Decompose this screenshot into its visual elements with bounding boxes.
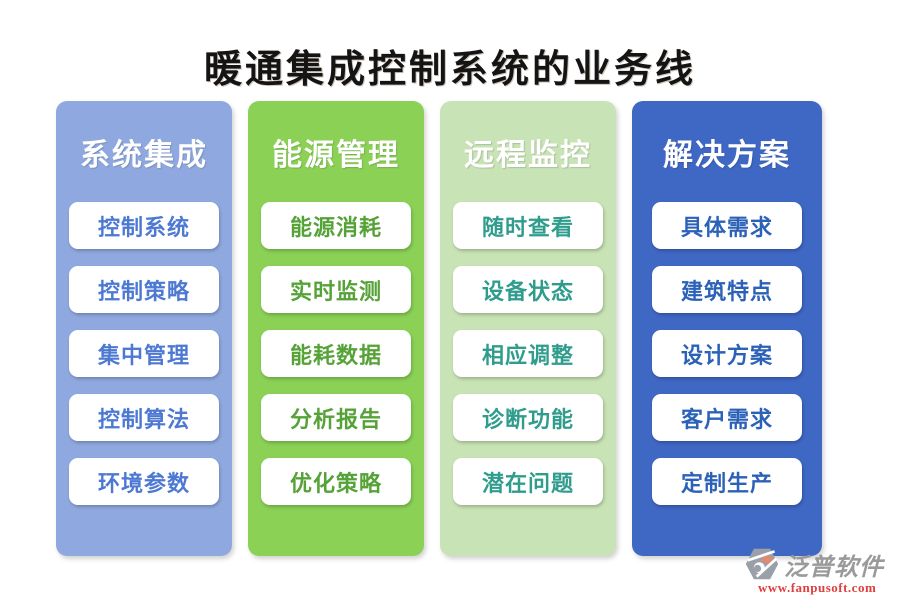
item-card: 定制生产 xyxy=(652,458,802,505)
item-card: 客户需求 xyxy=(652,394,802,441)
watermark-brand: 泛普软件 xyxy=(784,554,884,581)
item-card: 环境参数 xyxy=(69,458,219,505)
item-card: 设备状态 xyxy=(453,266,603,313)
column-header: 解决方案 xyxy=(663,138,791,172)
item-card: 诊断功能 xyxy=(453,394,603,441)
business-line-columns: 系统集成控制系统控制策略集中管理控制算法环境参数能源管理能源消耗实时监测能耗数据… xyxy=(56,101,822,556)
business-column-3: 远程监控随时查看设备状态相应调整诊断功能潜在问题 xyxy=(440,101,616,556)
item-card: 实时监测 xyxy=(261,266,411,313)
item-card: 随时查看 xyxy=(453,202,603,249)
watermark: 泛普软件 www.fanpusoft.com xyxy=(744,546,894,596)
item-card: 分析报告 xyxy=(261,394,411,441)
page-title: 暖通集成控制系统的业务线 xyxy=(203,49,696,91)
item-card: 集中管理 xyxy=(69,330,219,377)
business-column-4: 解决方案具体需求建筑特点设计方案客户需求定制生产 xyxy=(632,101,822,556)
item-card: 能耗数据 xyxy=(261,330,411,377)
fanpu-logo-icon xyxy=(745,548,779,580)
item-card: 建筑特点 xyxy=(652,266,802,313)
item-card: 控制系统 xyxy=(69,202,219,249)
business-column-2: 能源管理能源消耗实时监测能耗数据分析报告优化策略 xyxy=(248,101,424,556)
item-card: 相应调整 xyxy=(453,330,603,377)
item-card: 能源消耗 xyxy=(261,202,411,249)
item-card: 控制策略 xyxy=(69,266,219,313)
item-card: 潜在问题 xyxy=(453,458,603,505)
watermark-url: www.fanpusoft.com xyxy=(758,580,877,595)
column-card-list: 能源消耗实时监测能耗数据分析报告优化策略 xyxy=(261,202,411,505)
column-header: 远程监控 xyxy=(464,138,592,172)
watermark-row: 泛普软件 xyxy=(744,546,884,582)
item-card: 设计方案 xyxy=(652,330,802,377)
column-card-list: 具体需求建筑特点设计方案客户需求定制生产 xyxy=(652,202,802,505)
item-card: 具体需求 xyxy=(652,202,802,249)
item-card: 控制算法 xyxy=(69,394,219,441)
column-card-list: 控制系统控制策略集中管理控制算法环境参数 xyxy=(69,202,219,505)
column-header: 能源管理 xyxy=(272,138,400,172)
column-header: 系统集成 xyxy=(80,138,208,172)
business-column-1: 系统集成控制系统控制策略集中管理控制算法环境参数 xyxy=(56,101,232,556)
column-card-list: 随时查看设备状态相应调整诊断功能潜在问题 xyxy=(453,202,603,505)
item-card: 优化策略 xyxy=(261,458,411,505)
